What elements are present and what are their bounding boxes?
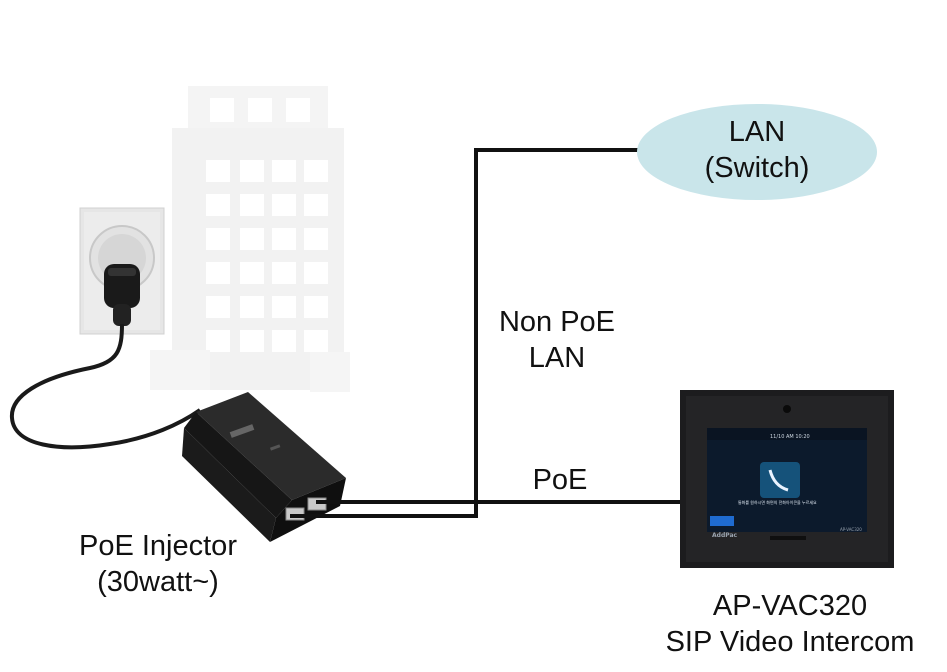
- intercom-description: SIP Video Intercom: [665, 626, 915, 658]
- building-illustration: [150, 86, 350, 392]
- intercom-device: [680, 390, 894, 568]
- nonpoe-lan-cable: [290, 148, 640, 518]
- intercom-model: AP-VAC320: [712, 590, 868, 622]
- power-cord: [9, 323, 202, 450]
- nonpoe-label-line2: LAN: [528, 342, 586, 374]
- intercom-brand: AddPac: [712, 532, 738, 539]
- intercom-label: AP-VAC320 SIP Video Intercom: [640, 588, 940, 660]
- lan-switch-node: [637, 104, 877, 200]
- poe-injector-label: PoE Injector (30watt~): [48, 528, 268, 600]
- intercom-model-tag: AP-VAC320: [840, 527, 862, 532]
- nonpoe-lan-label: Non PoE LAN: [482, 304, 632, 376]
- lan-switch-label: LAN (Switch): [637, 114, 877, 186]
- wall-outlet: [79, 207, 165, 335]
- lan-label-line1: LAN: [728, 116, 786, 148]
- intercom-screen-message: 통화를 원하시면 화면의 전화아이콘을 누르세요: [738, 499, 817, 505]
- poe-link-label: PoE: [532, 464, 588, 496]
- intercom-status-time: 11/10 AM 10:20: [770, 434, 810, 440]
- cables: [290, 148, 680, 518]
- injector-label-line2: (30watt~): [97, 566, 219, 598]
- lan-label-line2: (Switch): [704, 152, 810, 184]
- poe-injector-device: [182, 392, 346, 542]
- injector-label-line1: PoE Injector: [79, 530, 237, 562]
- nonpoe-label-line1: Non PoE: [498, 306, 616, 338]
